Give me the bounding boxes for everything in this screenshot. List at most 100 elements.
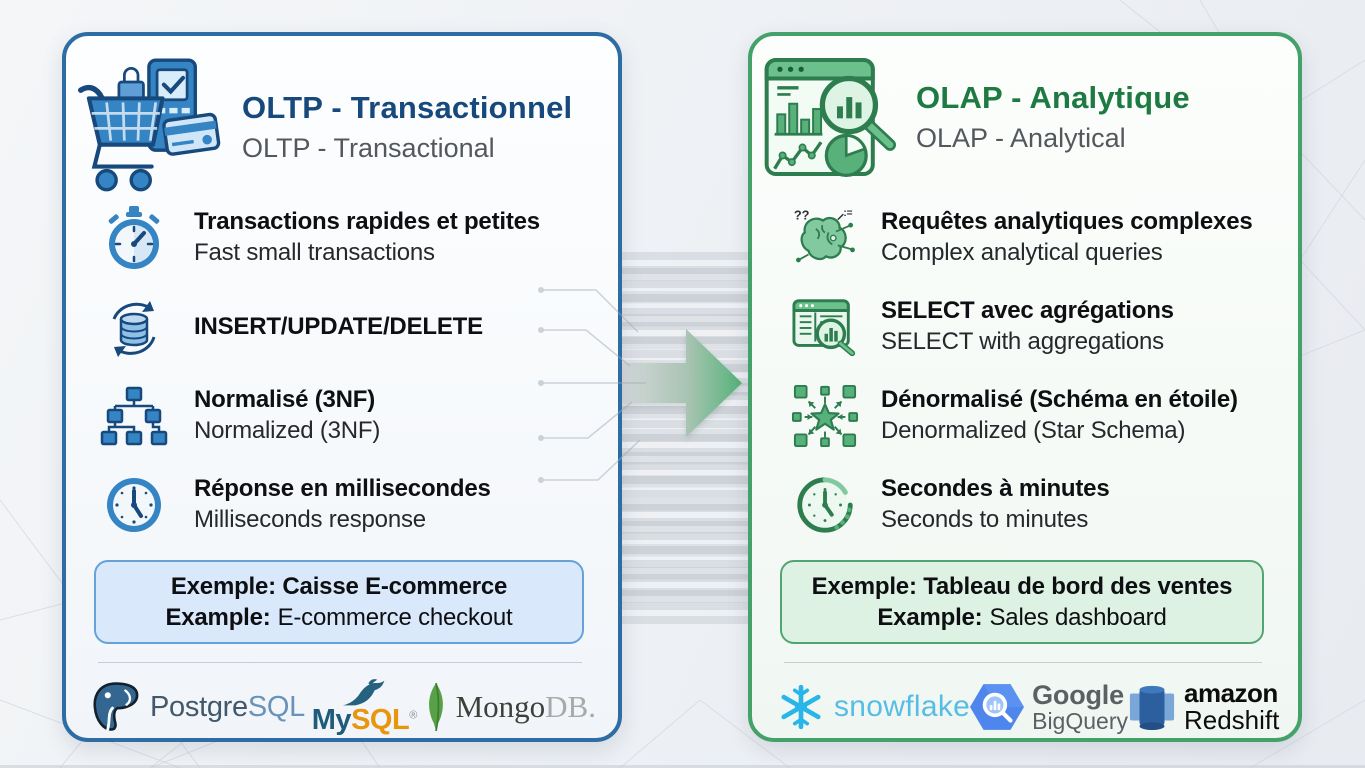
item-text: Secondes à minutes Seconds to minutes xyxy=(881,474,1110,535)
brain-glyph-assign: := xyxy=(843,208,852,219)
list-item: INSERT/UPDATE/DELETE xyxy=(100,293,602,361)
database-sync-icon xyxy=(112,301,156,357)
mysql-dolphin-icon xyxy=(343,678,385,705)
bigquery-hexagon-icon xyxy=(970,684,1025,730)
example-line1: Exemple: Caisse E-commerce xyxy=(170,572,508,600)
bigquery-wordmark: Google BigQuery xyxy=(1032,679,1128,735)
mongodb-logo: MongoDB. xyxy=(424,682,596,732)
bigquery-text-1: Google xyxy=(1032,679,1124,710)
redshift-text-2: Redshift xyxy=(1183,704,1280,735)
item-subtitle: Fast small transactions xyxy=(194,239,435,266)
item-subtitle: Normalized (3NF) xyxy=(194,417,381,444)
item-title: SELECT avec agrégations xyxy=(881,297,1174,325)
item-text: Transactions rapides et petites Fast sma… xyxy=(194,207,540,268)
example-text: Sales dashboard xyxy=(989,603,1167,631)
table-magnifier-icon xyxy=(792,299,856,357)
olap-subtitle: OLAP - Analytical xyxy=(916,123,1126,153)
brain-glyph-questions: ?? xyxy=(794,208,810,223)
list-item: Transactions rapides et petites Fast sma… xyxy=(100,204,602,272)
mongodb-leaf-icon xyxy=(428,682,443,732)
bottom-edge-line xyxy=(0,765,1365,768)
oltp-card: OLTP - Transactionnel OLTP - Transaction… xyxy=(62,32,622,742)
mongodb-dot: . xyxy=(588,689,596,724)
item-subtitle: Denormalized (Star Schema) xyxy=(881,417,1186,444)
oltp-title-block: OLTP - Transactionnel OLTP - Transaction… xyxy=(242,90,572,164)
example-label: Example: xyxy=(877,603,983,631)
example-line1: Exemple: Tableau de bord des ventes xyxy=(811,572,1233,600)
item-title: INSERT/UPDATE/DELETE xyxy=(194,312,483,340)
bigquery-text-2: BigQuery xyxy=(1032,708,1128,735)
item-subtitle: Complex analytical queries xyxy=(881,239,1163,266)
hierarchy-icon xyxy=(100,386,168,446)
star-schema-icon xyxy=(792,384,858,448)
example-label: Example: xyxy=(165,603,271,631)
olap-title: OLAP - Analytique xyxy=(916,80,1190,115)
clock-icon xyxy=(107,478,161,532)
bigquery-logo: Google BigQuery xyxy=(970,679,1128,735)
oltp-subtitle: OLTP - Transactional xyxy=(242,133,495,163)
oltp-example-box: Exemple: Caisse E-commerce Example:E-com… xyxy=(94,560,584,644)
snowflake-logo: snowflake xyxy=(776,682,970,732)
mysql-wordmark: MySQL® xyxy=(311,703,418,737)
oltp-items: Transactions rapides et petites Fast sma… xyxy=(100,204,602,539)
mysql-text-1: My xyxy=(311,703,352,736)
item-text: Réponse en millisecondes Milliseconds re… xyxy=(194,474,491,535)
oltp-title: OLTP - Transactionnel xyxy=(242,90,573,125)
mysql-reg-mark: ® xyxy=(409,708,417,721)
list-item: Dénormalisé (Schéma en étoile) Denormali… xyxy=(792,382,1282,450)
olap-title-block: OLAP - Analytique OLAP - Analytical xyxy=(916,80,1190,154)
item-title: Dénormalisé (Schéma en étoile) xyxy=(881,386,1238,414)
mongodb-wordmark: MongoDB. xyxy=(456,689,596,725)
example-line2: Example:Sales dashboard xyxy=(877,604,1166,632)
oltp-logos: PostgreSQL MySQL® MongoDB. xyxy=(90,672,596,742)
item-title: Requêtes analytiques complexes xyxy=(881,208,1253,236)
list-item: Réponse en millisecondes Milliseconds re… xyxy=(100,471,602,539)
example-text: E-commerce checkout xyxy=(277,603,513,631)
olap-card: OLAP - Analytique OLAP - Analytical ?? :… xyxy=(748,32,1302,742)
oltp-header: OLTP - Transactionnel OLTP - Transaction… xyxy=(78,52,602,202)
mongodb-text-2: DB xyxy=(545,689,589,724)
postgresql-text-1: Postgre xyxy=(150,690,248,723)
stopwatch-icon xyxy=(108,206,160,269)
list-item: ?? := Requêtes analytiques complexes Com… xyxy=(792,204,1282,272)
brain-icon: ?? := xyxy=(794,208,855,263)
logos-divider xyxy=(784,662,1262,663)
postgresql-wordmark: PostgreSQL xyxy=(150,691,305,724)
logos-divider xyxy=(98,662,582,663)
transform-arrow-icon xyxy=(620,329,742,437)
snowflake-icon xyxy=(781,684,821,730)
item-title: Normalisé (3NF) xyxy=(194,386,376,414)
olap-items: ?? := Requêtes analytiques complexes Com… xyxy=(792,204,1282,539)
olap-example-box: Exemple: Tableau de bord des ventes Exam… xyxy=(780,560,1264,644)
item-title: Réponse en millisecondes xyxy=(194,475,491,503)
olap-logos: snowflake Google BigQuery xyxy=(776,672,1279,742)
item-text: Normalisé (3NF) Normalized (3NF) xyxy=(194,385,380,446)
dashboard-magnifier-icon xyxy=(764,57,897,178)
mongodb-text-1: Mongo xyxy=(455,689,546,724)
redshift-wordmark: amazon Redshift xyxy=(1184,680,1279,735)
olap-header: OLAP - Analytique OLAP - Analytical xyxy=(764,52,1282,182)
redshift-text-1: amazon xyxy=(1183,677,1278,708)
clock-green-icon xyxy=(797,477,853,533)
redshift-logo: amazon Redshift xyxy=(1128,680,1279,735)
item-subtitle: Milliseconds response xyxy=(194,506,426,533)
item-title: Transactions rapides et petites xyxy=(194,208,540,236)
list-item: Secondes à minutes Seconds to minutes xyxy=(792,471,1282,539)
postgresql-elephant-icon xyxy=(93,682,139,731)
snowflake-wordmark: snowflake xyxy=(834,690,971,723)
item-text: SELECT avec agrégations SELECT with aggr… xyxy=(881,296,1174,357)
item-text: INSERT/UPDATE/DELETE xyxy=(194,312,483,343)
redshift-database-icon xyxy=(1129,685,1175,731)
postgresql-text-2: SQL xyxy=(247,690,305,723)
item-text: Dénormalisé (Schéma en étoile) Denormali… xyxy=(881,385,1238,446)
list-item: Normalisé (3NF) Normalized (3NF) xyxy=(100,382,602,450)
item-subtitle: SELECT with aggregations xyxy=(881,328,1164,355)
item-text: Requêtes analytiques complexes Complex a… xyxy=(881,207,1253,268)
mysql-text-2: SQL xyxy=(351,703,410,736)
item-title: Secondes à minutes xyxy=(881,475,1110,503)
list-item: SELECT avec agrégations SELECT with aggr… xyxy=(792,293,1282,361)
item-subtitle: Seconds to minutes xyxy=(881,506,1089,533)
postgresql-logo: PostgreSQL xyxy=(90,680,305,734)
mysql-logo: MySQL® xyxy=(312,678,417,737)
